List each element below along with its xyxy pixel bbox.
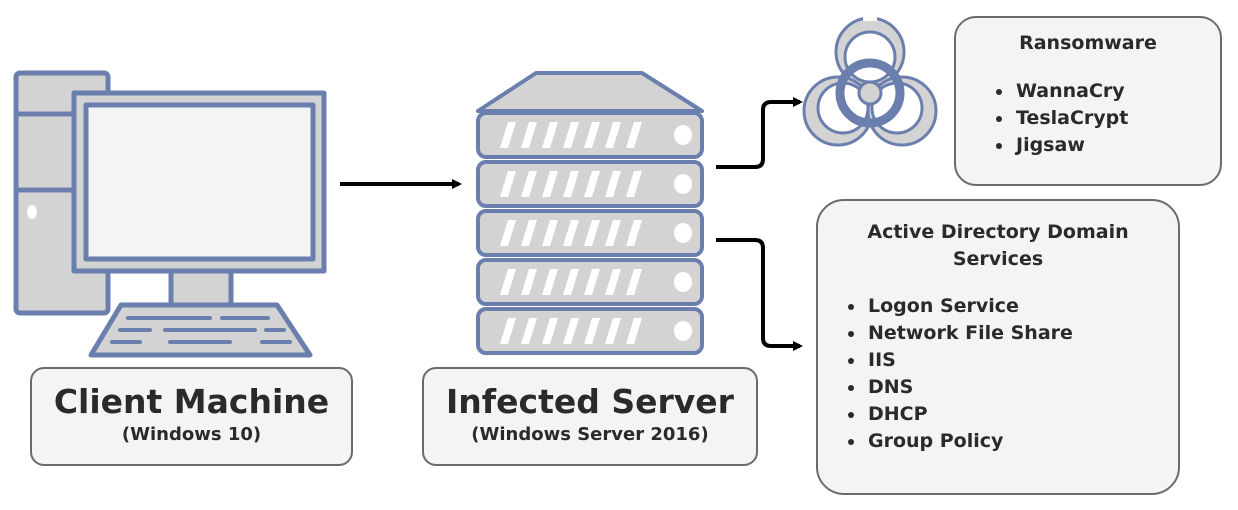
infected-server-title: Infected Server [446,382,734,421]
server-unit [476,209,704,257]
server-vent-slot [605,269,621,295]
server-vent-slot [626,269,642,295]
client-machine-title: Client Machine [53,382,330,421]
list-item: WannaCry [990,78,1220,105]
server-vent-slot [584,220,600,246]
server-vent-slot [500,220,516,246]
server-vent-slot [542,220,558,246]
server-vent-slot [521,318,537,344]
adds-title: Active Directory Domain Services [818,219,1178,273]
server-vent-slot [521,269,537,295]
server-vent-slot [605,220,621,246]
client-machine-subtitle: (Windows 10) [121,424,262,445]
list-item: DNS [842,374,1178,401]
server-vent-slot [542,269,558,295]
list-item: Jigsaw [990,132,1220,159]
monitor-neck [168,268,234,310]
server-vent-slot [626,318,642,344]
server-status-light [674,321,692,341]
monitor-screen [83,102,316,262]
server-status-light [674,223,692,243]
list-item: DHCP [842,401,1178,428]
server-vent-slot [605,122,621,148]
server-vent-slot [500,171,516,197]
server-vent-slot [500,318,516,344]
ransomware-title: Ransomware [1019,32,1157,54]
server-vent-slot [584,269,600,295]
server-roof [476,71,704,113]
server-status-light [674,125,692,145]
server-vent-slot [626,171,642,197]
adds-title-line2: Services [952,248,1044,270]
server-unit [476,307,704,355]
biohazard-icon [802,13,938,147]
arrow-server-to-adds [716,238,803,351]
server-vent-slot [563,220,579,246]
server-vent-slot [605,318,621,344]
list-item: Group Policy [842,428,1178,455]
infected-server-subtitle: (Windows Server 2016) [471,424,709,445]
ransomware-list: WannaCry TeslaCrypt Jigsaw [990,78,1220,159]
adds-panel: Active Directory Domain Services Logon S… [816,199,1180,495]
server-vent-slot [500,269,516,295]
server-vent-slot [500,122,516,148]
server-vent-slot [584,318,600,344]
server-vent-slot [626,122,642,148]
server-status-light [674,272,692,292]
server-vent-slot [605,171,621,197]
list-item: IIS [842,347,1178,374]
server-unit [476,258,704,306]
server-status-light [674,174,692,194]
server-vent-slot [563,122,579,148]
server-vent-slot [542,318,558,344]
client-machine-label: Client Machine (Windows 10) [30,367,353,466]
list-item: Logon Service [842,293,1178,320]
list-item: Network File Share [842,320,1178,347]
server-vent-slot [563,269,579,295]
server-rack-icon [476,71,704,355]
ransomware-panel: Ransomware WannaCry TeslaCrypt Jigsaw [954,16,1222,186]
server-vent-slot [626,220,642,246]
arrow-server-to-ransomware [716,97,803,169]
server-vent-slot [563,318,579,344]
server-vent-slot [542,171,558,197]
list-item: TeslaCrypt [990,105,1220,132]
server-vent-slot [521,220,537,246]
server-vent-slot [542,122,558,148]
adds-title-line1: Active Directory Domain [867,221,1129,243]
server-vent-slot [584,122,600,148]
server-unit [476,111,704,159]
server-vent-slot [563,171,579,197]
server-vent-slot [584,171,600,197]
infected-server-label: Infected Server (Windows Server 2016) [422,367,758,466]
adds-list: Logon Service Network File Share IIS DNS… [842,293,1178,455]
server-unit [476,160,704,208]
server-vent-slot [521,171,537,197]
server-vent-slot [521,122,537,148]
desktop-computer-icon [13,70,327,358]
